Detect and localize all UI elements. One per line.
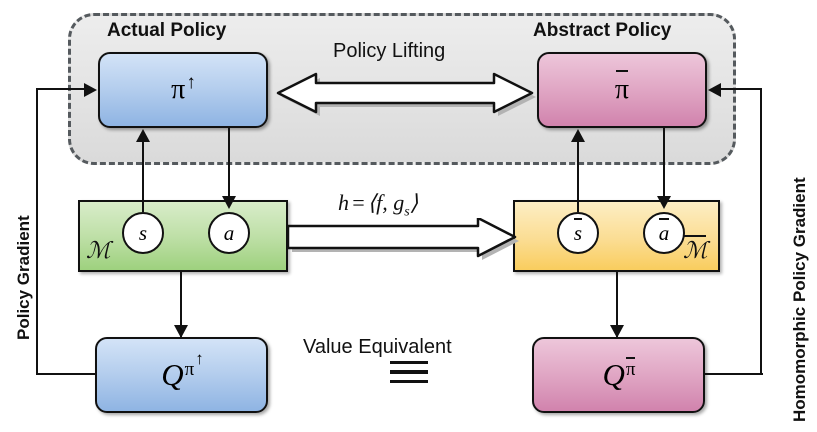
homomorphic-gradient-line-bottom <box>705 373 763 376</box>
abstract-q-symbol: Qπ <box>602 356 636 392</box>
edge-abstract-policy-to-action-arrowhead <box>657 196 671 209</box>
edge-label-policy-lifting: Policy Lifting <box>333 40 446 62</box>
edge-abstract-state-to-policy-line <box>577 140 580 212</box>
equivalence-symbol <box>390 361 428 389</box>
edge-state-to-policy-line <box>142 140 145 212</box>
policy-gradient-arrowhead <box>84 82 97 97</box>
edge-policy-to-action-line <box>228 128 231 200</box>
actual-policy-symbol: π↑ <box>171 72 196 105</box>
value-equivalent-label: Value Equivalent <box>303 336 452 358</box>
homomorphic-gradient-label: Homomorphic Policy Gradient <box>790 177 809 422</box>
action-circle[interactable]: a <box>208 212 250 254</box>
state-label: s <box>138 220 148 245</box>
edge-label-homomorphism: h = ⟨f, gs⟩ <box>338 190 418 220</box>
mdp-box-actual[interactable] <box>78 200 288 272</box>
policy-gradient-line-top <box>36 88 86 91</box>
homomorphism-text: h = ⟨f, g <box>338 190 405 215</box>
action-label: a <box>223 220 235 245</box>
abstract-state-label: s <box>573 217 583 245</box>
edge-mdp-to-q-arrowhead <box>174 325 188 338</box>
node-actual-q[interactable]: Qπ↑ <box>95 337 268 413</box>
edge-state-to-policy-arrowhead <box>136 129 150 142</box>
policy-lifting-arrow <box>276 72 536 116</box>
abstract-action-circle[interactable]: a <box>643 212 685 254</box>
homomorphism-tail: ⟩ <box>409 190 419 215</box>
homomorphic-gradient-arrowhead <box>708 82 721 97</box>
state-circle[interactable]: s <box>122 212 164 254</box>
homomorphic-gradient-line-vertical <box>760 88 763 375</box>
mdp-symbol-actual: ℳ <box>86 238 111 263</box>
node-abstract-policy[interactable]: π <box>537 52 707 128</box>
edge-mdp-to-q-line <box>180 272 183 337</box>
group-label-actual-policy: Actual Policy <box>107 20 227 41</box>
group-label-abstract-policy: Abstract Policy <box>533 20 672 41</box>
edge-abstract-mdp-to-q-arrowhead <box>610 325 624 338</box>
abstract-state-circle[interactable]: s <box>557 212 599 254</box>
actual-q-symbol: Qπ↑ <box>161 349 204 392</box>
edge-abstract-state-to-policy-arrowhead <box>571 129 585 142</box>
edge-abstract-mdp-to-q-line <box>616 272 619 337</box>
homomorphic-gradient-line-top <box>719 88 762 91</box>
homomorphism-arrow <box>286 218 519 260</box>
policy-gradient-line-bottom <box>36 373 96 376</box>
node-actual-policy[interactable]: π↑ <box>98 52 268 128</box>
edge-policy-to-action-arrowhead <box>222 196 236 209</box>
node-abstract-q[interactable]: Qπ <box>532 337 705 413</box>
abstract-action-label: a <box>658 217 670 245</box>
policy-gradient-label: Policy Gradient <box>14 215 33 340</box>
edge-abstract-policy-to-action-line <box>663 128 666 200</box>
policy-gradient-line-vertical <box>36 88 39 375</box>
abstract-policy-symbol: π <box>614 70 630 105</box>
mdp-symbol-abstract: ℳ <box>683 235 708 263</box>
homomorphism-subscript: s <box>404 204 410 220</box>
